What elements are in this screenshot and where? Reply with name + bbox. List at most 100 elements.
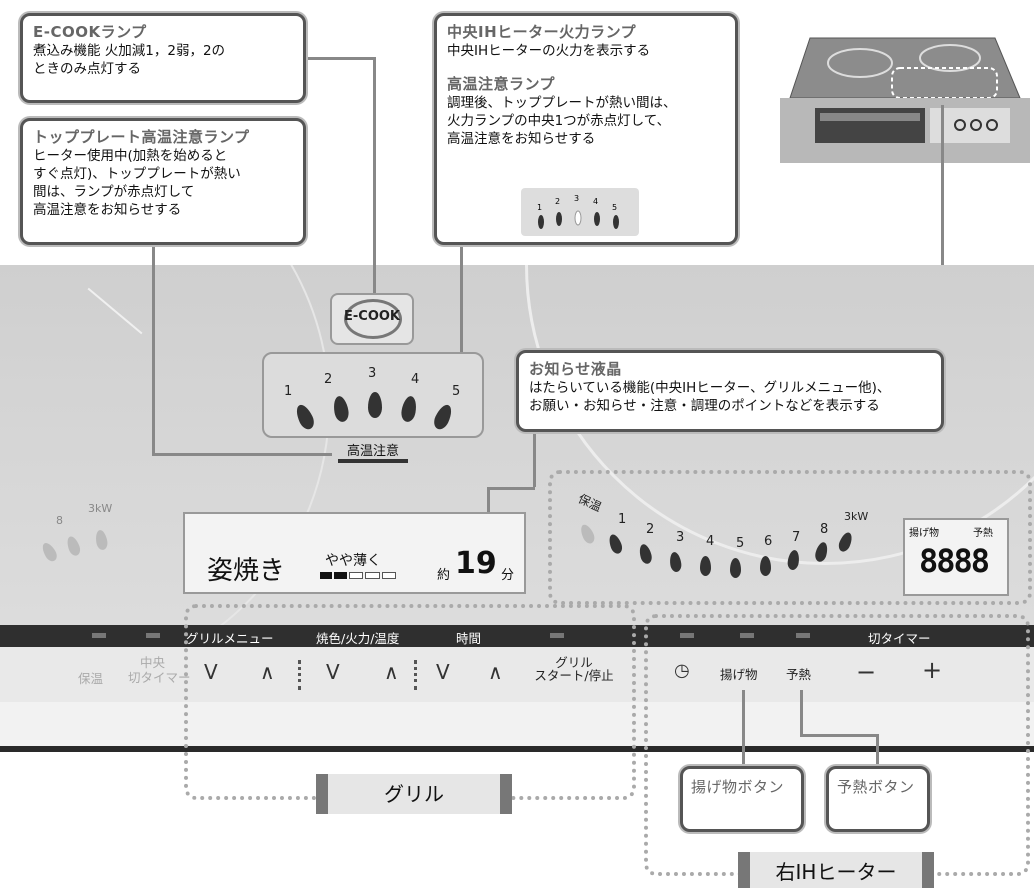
inset-connector (941, 105, 944, 268)
connector (533, 432, 536, 487)
grill-tag: グリル (316, 774, 512, 814)
heat-up-button[interactable]: ∧ (384, 660, 399, 684)
heat-lamp (730, 558, 741, 578)
lcd-unit: 分 (501, 568, 515, 583)
time-up-button[interactable]: ∧ (488, 660, 503, 684)
callout-ecook-lamp: E-COOKランプ 煮込み機能 火加減1，2弱，2の ときのみ点灯する (20, 13, 306, 103)
display-yonetsu: 予熱 (973, 528, 993, 539)
heat-lamp (668, 551, 683, 573)
callout-text: ときのみ点灯する (33, 61, 141, 77)
scale-label: 3kW (844, 510, 869, 523)
heat-lamp (786, 549, 801, 571)
callout-text: 高温注意をお知らせする (33, 202, 182, 218)
center-off-timer-button[interactable]: 切タイマー (128, 670, 191, 685)
right-ih-controls-highlight (644, 614, 1030, 876)
scale-label: 2 (646, 522, 655, 537)
callout-title: 中央IHヒーター火力ランプ (447, 23, 637, 41)
connector (800, 734, 878, 737)
callout-topplate-lamp: トッププレート高温注意ランプ ヒーター使用中(加熱を始めると すぐ点灯)、トップ… (20, 118, 306, 245)
heat-lamp (368, 392, 382, 418)
svg-text:1: 1 (537, 203, 542, 212)
divider (414, 660, 417, 690)
heat-lamp (94, 529, 109, 551)
callout-text: 高温注意をお知らせする (447, 131, 596, 147)
high-temp-label: 高温注意 (338, 440, 408, 463)
connector (487, 487, 535, 490)
callout-text: 間は、ランプが赤点灯して (33, 184, 195, 200)
scale-label: 6 (764, 534, 773, 549)
display-digits: 8888 (919, 542, 990, 580)
keep-warm-button[interactable]: 保温 (78, 671, 104, 686)
svg-text:5: 5 (612, 203, 617, 212)
callout-text: 中央IHヒーターの火力を表示する (447, 43, 651, 59)
label-time: 時間 (456, 631, 482, 646)
scale-label: 8 (820, 522, 829, 537)
control-strip-labels (0, 625, 1034, 647)
scale-label: 3 (676, 530, 685, 545)
cooktop-inset-photo (780, 28, 1030, 168)
lcd-about-text: 約 (437, 568, 451, 583)
svg-text:4: 4 (593, 197, 598, 206)
indicator-led (550, 633, 564, 638)
connector (152, 453, 332, 456)
right-ih-lamps: 保温 1 2 3 4 5 6 7 8 3kW (560, 490, 890, 590)
callout-center-ih-lamp: 中央IHヒーター火力ランプ 中央IHヒーターの火力を表示する 高温注意ランプ 調… (434, 13, 738, 245)
callout-title: トッププレート高温注意ランプ (33, 128, 250, 146)
callout-title: E-COOKランプ (33, 23, 147, 41)
scale-label: 1 (618, 512, 627, 527)
connector (800, 690, 803, 736)
scale-label: 2 (324, 372, 333, 387)
scale-label: 4 (411, 372, 420, 387)
connector (373, 57, 376, 297)
keep-warm-lamp (578, 522, 597, 546)
lcd-level-text: やや薄く (325, 553, 381, 569)
control-strip-buttons (0, 647, 1034, 702)
connector (306, 57, 376, 60)
grill-start-button[interactable]: グリル スタート/停止 (528, 656, 620, 682)
scale-label: 5 (452, 384, 461, 399)
grill-highlight (184, 604, 636, 800)
mini-lamp-diagram: 1 2 3 4 5 (521, 188, 639, 236)
label-off-timer: 切タイマー (868, 631, 931, 646)
agemono-button[interactable]: 揚げ物 (720, 667, 758, 682)
scale-label: 3 (368, 366, 377, 381)
svg-text:2: 2 (555, 197, 560, 206)
scale-label: 3kW (88, 502, 113, 515)
time-down-button[interactable]: V (436, 660, 450, 684)
display-agemono: 揚げ物 (909, 528, 939, 539)
scale-label: 4 (706, 534, 715, 549)
connector (876, 734, 879, 770)
callout-title: お知らせ液晶 (529, 360, 622, 378)
grill-start-line1: グリル (555, 655, 593, 670)
indicator-led (796, 633, 810, 638)
grill-menu-up-button[interactable]: ∧ (260, 660, 275, 684)
indicator-led (146, 633, 160, 638)
center-button[interactable]: 中央 (140, 655, 166, 670)
yonetsu-button-callout: 予熱ボタン (826, 766, 930, 832)
svg-text:3: 3 (574, 194, 579, 203)
indicator-led (740, 633, 754, 638)
heat-down-button[interactable]: V (326, 660, 340, 684)
connector (152, 245, 155, 455)
callout-text: すぐ点灯)、トッププレートが熱い (33, 166, 241, 182)
timer-plus-button[interactable]: + (922, 656, 943, 684)
timer-icon[interactable]: ◷ (674, 660, 690, 681)
control-strip-base (0, 702, 1034, 752)
center-heat-lamp-panel: 1 2 3 4 5 (262, 352, 484, 438)
right-ih-tag: 右IHヒーター (738, 852, 934, 888)
indicator-led (680, 633, 694, 638)
label-grill-menu: グリルメニュー (186, 631, 274, 646)
connector (487, 487, 490, 522)
scale-label: 8 (56, 514, 63, 527)
grill-menu-down-button[interactable]: V (204, 660, 218, 684)
lcd-level-bar (320, 572, 397, 579)
callout-text: 火力ランプの中央1つが赤点灯して、 (447, 113, 671, 129)
connector (742, 690, 745, 770)
callout-text: お願い・お知らせ・注意・調理のポイントなどを表示する (529, 398, 880, 414)
yonetsu-button[interactable]: 予熱 (786, 667, 812, 682)
heat-lamp (813, 540, 830, 564)
grill-start-line2: スタート/停止 (534, 668, 614, 683)
heat-lamp (64, 534, 83, 558)
timer-minus-button[interactable]: − (856, 658, 877, 686)
heat-lamp (39, 540, 60, 564)
